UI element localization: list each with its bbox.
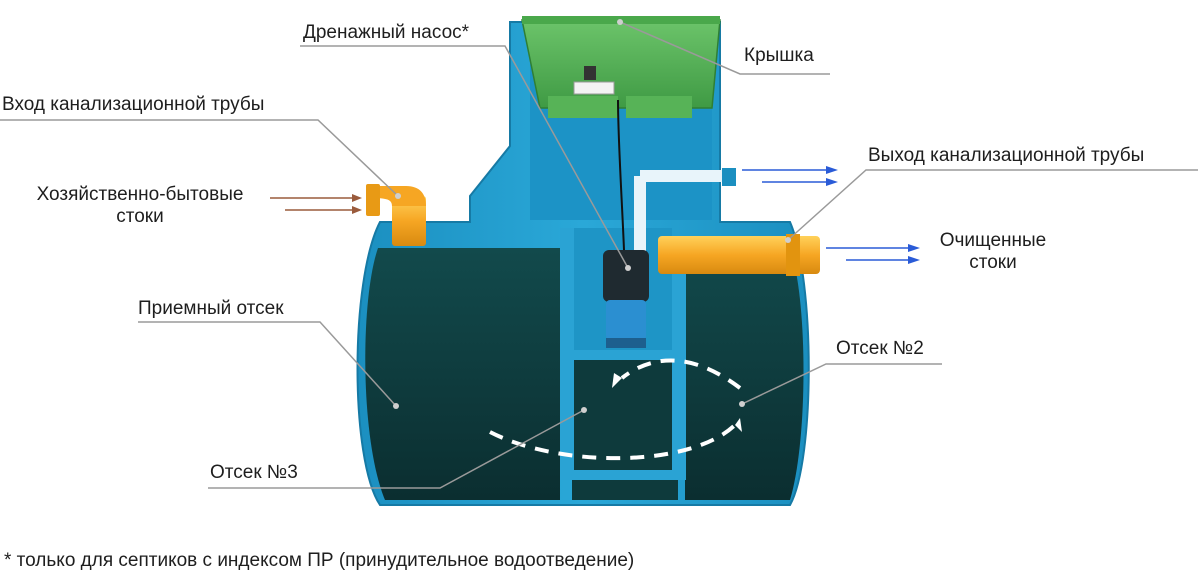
label-compartment-3: Отсек №3: [210, 462, 298, 483]
label-cleaned-waste: Очищенные стоки: [928, 230, 1058, 274]
label-domestic-waste-line1: Хозяйственно-бытовые: [36, 184, 244, 205]
domestic-waste-arrows: [270, 194, 362, 214]
label-domestic-waste: Хозяйственно-бытовые стоки: [10, 184, 270, 228]
leader-dots: [393, 19, 791, 413]
label-receiving-compartment: Приемный отсек: [138, 298, 284, 319]
label-compartment-2: Отсек №2: [836, 338, 924, 359]
leader-receiving: [138, 321, 397, 407]
label-outlet-pipe: Выход канализационной трубы: [868, 145, 1145, 166]
label-inlet-pipe: Вход канализационной трубы: [2, 94, 265, 115]
drainage-pump: [573, 66, 736, 348]
label-cleaned-waste-line1: Очищенные: [939, 230, 1047, 251]
leader-inlet: [0, 119, 399, 197]
leader-pump: [300, 45, 629, 269]
lid: [521, 16, 721, 118]
label-lid: Крышка: [744, 45, 814, 66]
label-cleaned-waste-line2: стоки: [969, 252, 1017, 273]
leader-compartment3: [208, 409, 585, 489]
footnote: * только для септиков с индексом ПР (при…: [4, 550, 635, 571]
leader-outlet: [787, 169, 1198, 241]
outlet-arrows: [742, 166, 920, 264]
label-drainage-pump: Дренажный насос*: [303, 22, 470, 43]
leader-lid: [619, 21, 830, 75]
leader-lines: [0, 21, 1198, 489]
label-domestic-waste-line2: стоки: [116, 206, 164, 227]
outlet-pipe: [658, 234, 820, 276]
leader-compartment2: [741, 363, 942, 405]
flow-arrows: [489, 358, 742, 461]
